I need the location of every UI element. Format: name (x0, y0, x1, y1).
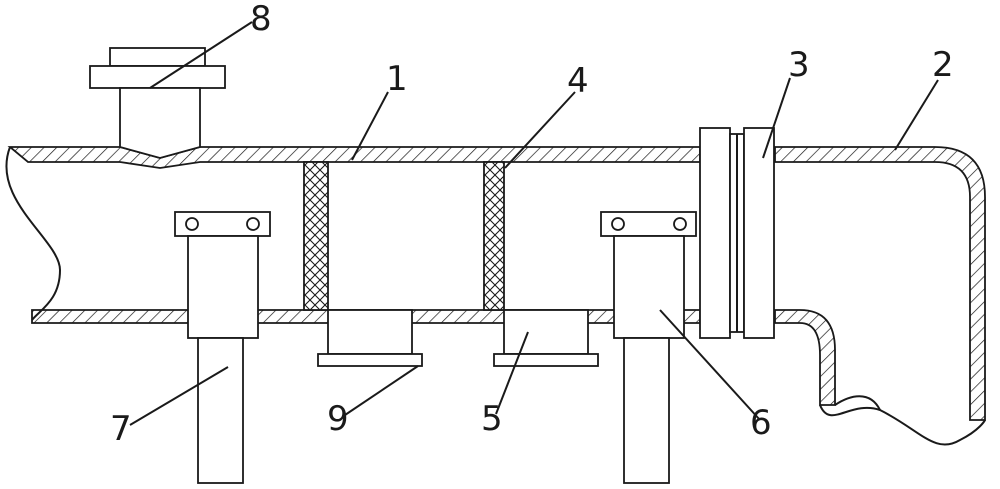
bottom-right-break-line-2 (834, 395, 881, 411)
label-5: 5 (481, 399, 503, 439)
left-break-line (5, 146, 62, 321)
label-6: 6 (750, 403, 772, 443)
top-port-8 (89, 47, 226, 159)
left-support-7 (174, 211, 271, 484)
bottom-outlet-5 (493, 309, 599, 367)
flange-joint-3 (699, 127, 775, 339)
label-4: 4 (567, 61, 589, 101)
label-7: 7 (110, 409, 132, 449)
label-1: 1 (386, 59, 408, 99)
label-8: 8 (250, 0, 272, 39)
label-9: 9 (327, 399, 349, 439)
filter-screens-4 (303, 161, 505, 311)
label-2: 2 (932, 45, 954, 85)
bottom-right-break-line (819, 404, 986, 446)
leader-lines (129, 21, 939, 426)
right-support-6 (600, 211, 697, 484)
label-3: 3 (788, 45, 810, 85)
bottom-outlet-9 (317, 309, 423, 367)
